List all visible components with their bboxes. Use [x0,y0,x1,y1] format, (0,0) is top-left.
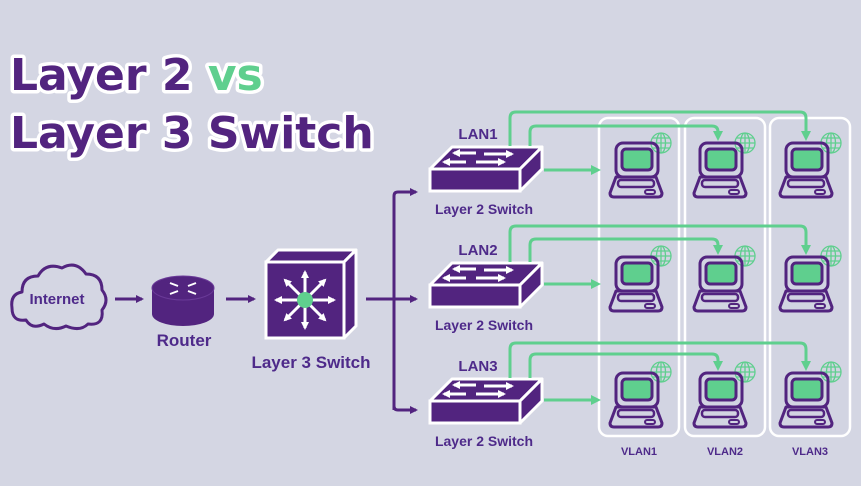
lan2-label: LAN2 [458,242,497,259]
l2-switch-row-1: LAN1 Layer 2 Switch [430,126,542,217]
vlan2-label: VLAN2 [707,446,743,458]
title-vs: vs [208,50,263,101]
l2-switch-row-2: LAN2 Layer 2 Switch [430,242,542,333]
globe-icon [734,361,756,383]
internet-node: Internet [10,263,108,331]
layer2-switch-icon [430,263,542,307]
router-node: Router [151,275,215,350]
title-line-2: Layer 3 Switch [10,108,374,159]
layer2-switch-1-label: Layer 2 Switch [435,201,533,217]
layer2-switch-icon [430,147,542,191]
layer3-switch-node: Layer 3 Switch [251,248,371,372]
globe-icon [820,361,842,383]
globe-icon [734,245,756,267]
lan1-label: LAN1 [458,126,497,143]
link-lan3-vlan2 [528,352,723,378]
vlan3-label: VLAN3 [792,446,828,458]
globe-icon [650,245,672,267]
vlan1-label: VLAN1 [621,446,657,458]
router-icon [151,275,215,326]
link-lan3-vlan3 [508,341,811,378]
title-line-1: Layer 2 vs [10,50,263,101]
lan3-label: LAN3 [458,358,497,375]
router-label: Router [157,331,212,350]
l3-distribution-links [366,188,418,414]
layer3-switch-label: Layer 3 Switch [251,353,370,372]
layer2-switch-icon [430,379,542,423]
link-lan2-vlan2 [528,237,723,262]
layer3-switch-icon [264,248,358,340]
internet-label: Internet [29,291,84,308]
vlan-links [508,110,811,405]
globe-icon [820,245,842,267]
l2-switch-row-3: LAN3 Layer 2 Switch [430,358,542,449]
layer2-switch-3-label: Layer 2 Switch [435,433,533,449]
link-lan1-vlan2 [528,124,723,146]
link-lan2-vlan3 [508,224,811,262]
layer2-switch-2-label: Layer 2 Switch [435,317,533,333]
link-lan1-vlan3 [508,110,811,146]
title-layer-2: Layer 2 [10,50,208,101]
globe-icon [650,361,672,383]
cloud-icon [10,263,108,331]
